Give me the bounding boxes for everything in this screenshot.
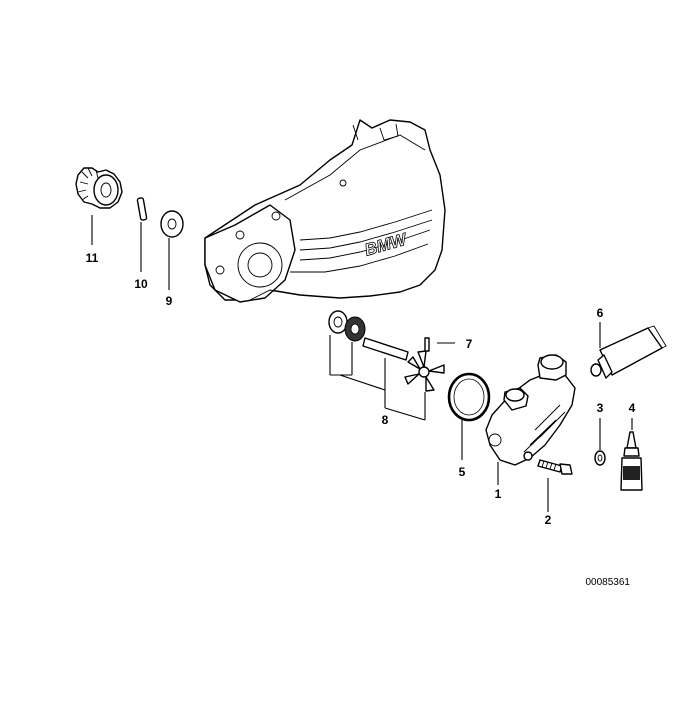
callout-9: 9 bbox=[166, 294, 173, 308]
o-ring-part bbox=[447, 372, 491, 422]
callout-3: 3 bbox=[597, 401, 604, 415]
callout-8: 8 bbox=[382, 413, 389, 427]
callout-10: 10 bbox=[134, 277, 148, 291]
bottle-part bbox=[620, 431, 643, 491]
bolt-part bbox=[537, 459, 573, 475]
callout-1: 1 bbox=[495, 487, 502, 501]
tube-part bbox=[590, 325, 667, 379]
leader-lines bbox=[91, 215, 633, 512]
small-washer-part bbox=[594, 450, 606, 466]
callout-labels: 11 10 9 7 6 8 3 4 5 1 2 bbox=[86, 251, 636, 527]
callout-7: 7 bbox=[466, 337, 473, 351]
reference-number: 00085361 bbox=[586, 577, 631, 588]
washer-part bbox=[160, 210, 184, 238]
pump-cover-part bbox=[485, 354, 576, 466]
shaft-part bbox=[362, 337, 409, 361]
spring-pin-part bbox=[424, 337, 430, 352]
callout-4: 4 bbox=[629, 401, 636, 415]
callout-2: 2 bbox=[545, 513, 552, 527]
impeller-part bbox=[404, 350, 445, 392]
housing-cover bbox=[204, 119, 446, 303]
bearing-part bbox=[328, 310, 366, 342]
callout-11: 11 bbox=[86, 251, 99, 265]
callout-6: 6 bbox=[597, 306, 604, 320]
gear-part bbox=[75, 167, 123, 209]
pin-part bbox=[136, 197, 148, 221]
callout-5: 5 bbox=[459, 465, 466, 479]
